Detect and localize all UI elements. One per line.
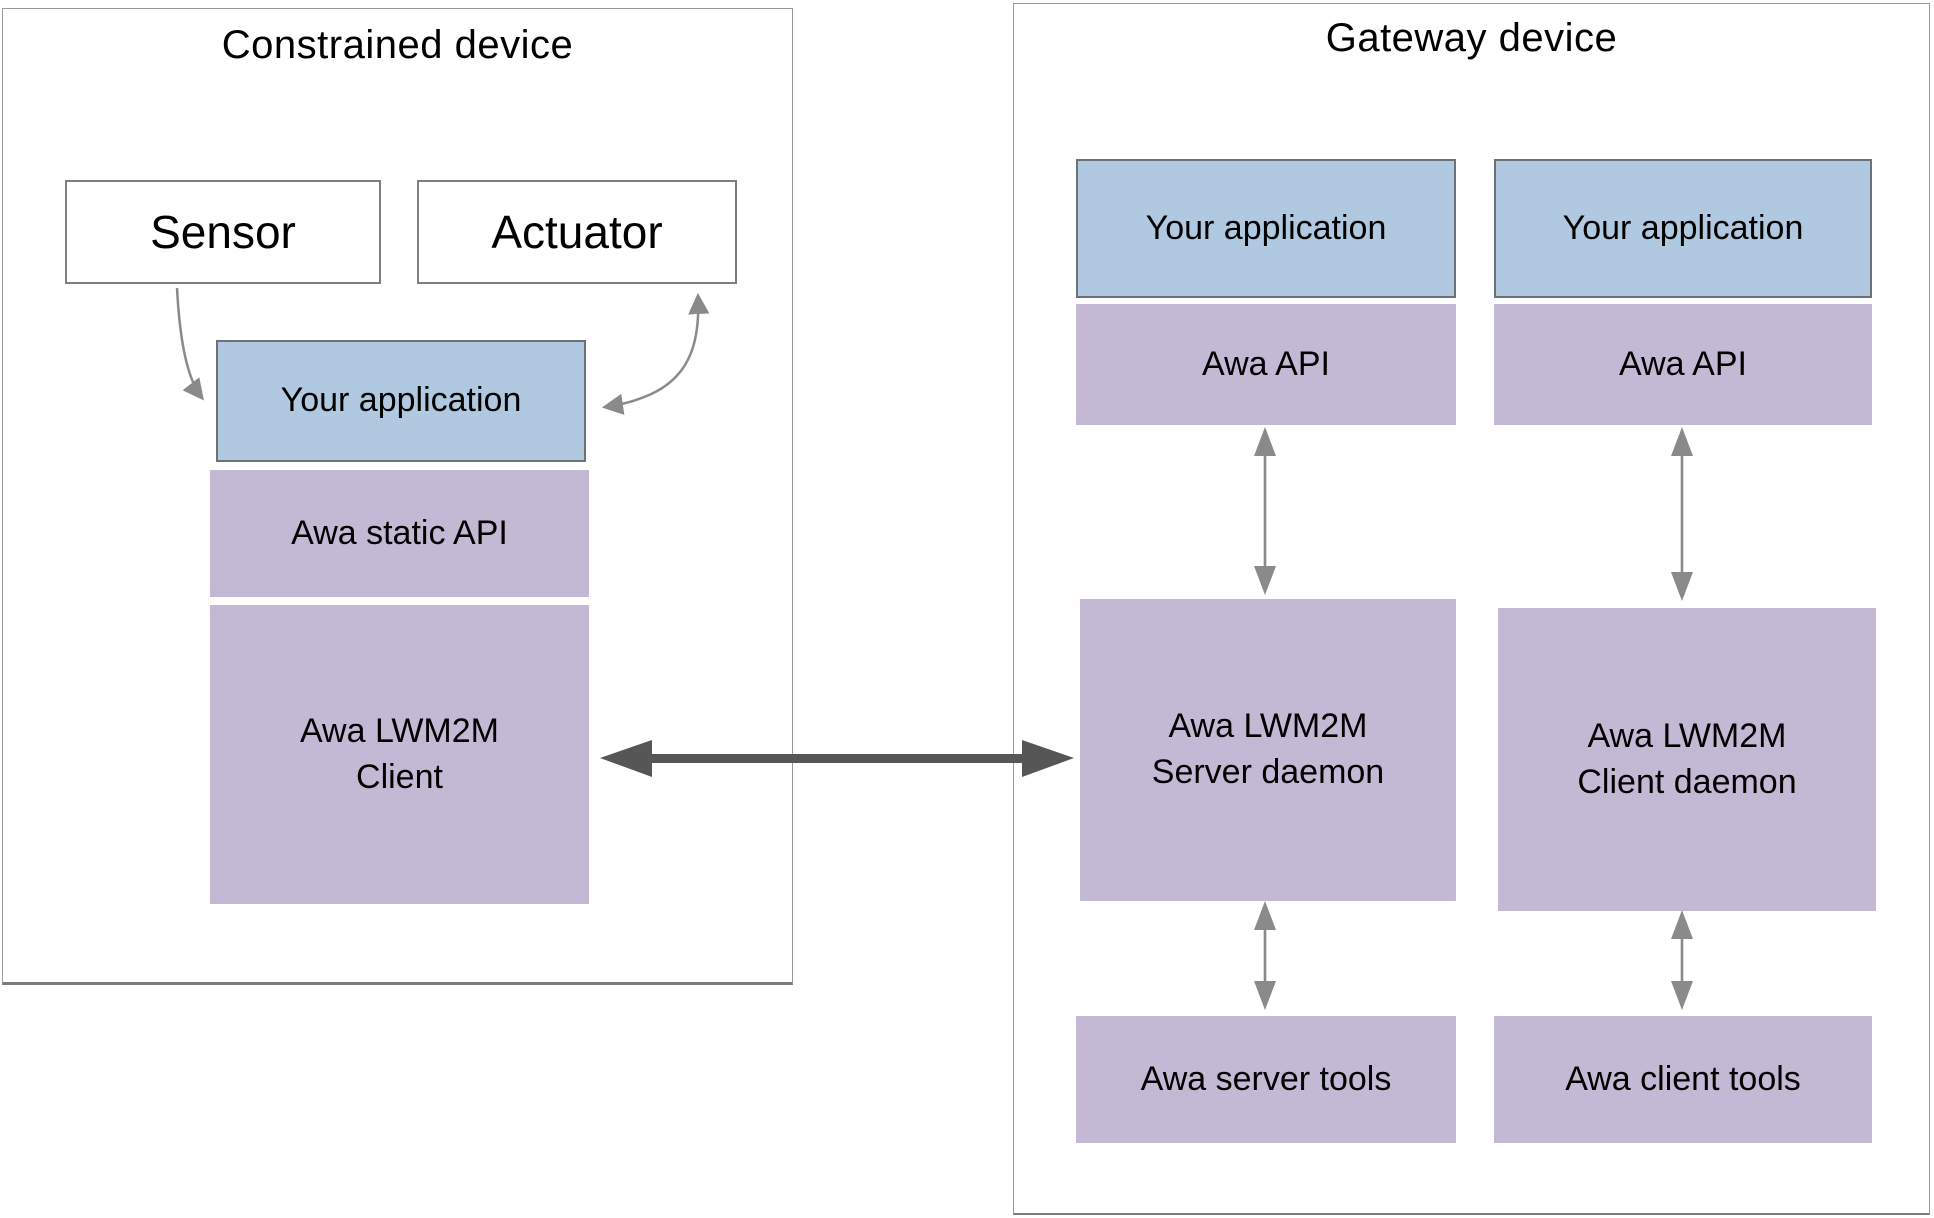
your-application-box-gateway-2: Your application [1494,159,1872,298]
your-application-box-constrained: Your application [216,340,586,462]
awa-lwm2m-server-daemon-label: Awa LWM2M Server daemon [1151,707,1385,791]
sensor-label: Sensor [150,205,296,258]
awa-server-tools-label: Awa server tools [1140,1059,1392,1098]
actuator-label: Actuator [491,205,663,258]
your-application-label: Your application [280,381,522,420]
awa-lwm2m-client-label: Awa LWM2M Client [299,711,499,796]
awa-api-label: Awa API [1619,344,1747,383]
your-application-label: Your application [1562,208,1804,247]
constrained-device-title: Constrained device [221,23,574,67]
awa-lwm2m-client-daemon-box: Awa LWM2M Client daemon [1498,608,1876,911]
awa-server-tools-box: Awa server tools [1076,1016,1456,1143]
your-application-label: Your application [1145,208,1387,247]
gateway-device-title: Gateway device [1325,16,1618,60]
awa-api-label: Awa API [1202,344,1330,383]
awa-client-tools-box: Awa client tools [1494,1016,1872,1143]
awa-lwm2m-server-daemon-box: Awa LWM2M Server daemon [1080,599,1456,901]
actuator-box: Actuator [417,180,737,284]
awa-client-tools-label: Awa client tools [1565,1059,1801,1098]
awa-static-api-box: Awa static API [210,470,589,597]
your-application-box-gateway-1: Your application [1076,159,1456,298]
awa-api-box-2: Awa API [1494,304,1872,425]
awa-lwm2m-client-box: Awa LWM2M Client [210,605,589,904]
sensor-box: Sensor [65,180,381,284]
awa-static-api-label: Awa static API [291,513,508,552]
gateway-device-panel: Gateway device Your application Awa API … [1013,3,1930,1215]
constrained-device-panel: Constrained device Sensor Actuator Your … [2,8,793,985]
awa-api-box-1: Awa API [1076,304,1456,425]
awa-lwm2m-client-daemon-label: Awa LWM2M Client daemon [1577,716,1797,801]
